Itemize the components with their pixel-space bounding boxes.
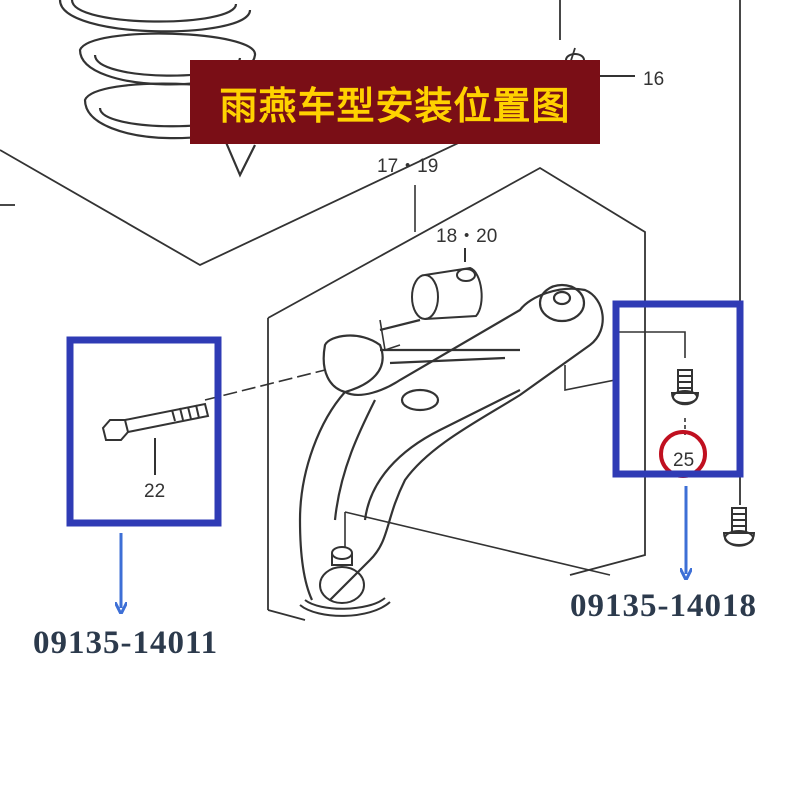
callout-16: 16 bbox=[643, 69, 664, 90]
highlight-box-right bbox=[612, 300, 744, 478]
part-number-left: 09135-14011 bbox=[33, 625, 219, 661]
bolt-22 bbox=[101, 402, 210, 475]
callout-18-20: 18・20 bbox=[436, 226, 497, 247]
highlight-box-left bbox=[66, 336, 222, 527]
bolt-25 bbox=[670, 369, 700, 406]
callout-25: 25 bbox=[673, 450, 694, 471]
callout-22: 22 bbox=[144, 481, 165, 502]
bushing-18-20 bbox=[411, 248, 483, 320]
ball-joint bbox=[299, 546, 391, 617]
lower-control-arm bbox=[298, 283, 604, 601]
banner-title: 雨燕车型安装位置图 bbox=[219, 83, 571, 128]
title-banner: 雨燕车型安装位置图 bbox=[190, 60, 600, 144]
callout-17-19: 17・19 bbox=[377, 156, 438, 177]
arm-bounding-frame bbox=[267, 166, 646, 621]
bolt-vertical bbox=[722, 507, 756, 547]
leader-lines bbox=[204, 319, 686, 576]
part-number-right: 09135-14018 bbox=[570, 588, 757, 624]
